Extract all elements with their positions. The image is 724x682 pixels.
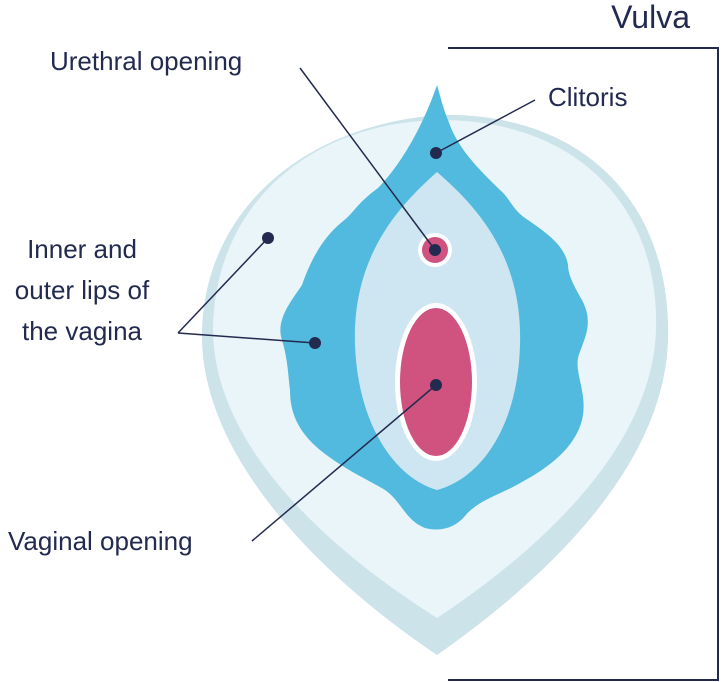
marker-urethral <box>429 244 441 256</box>
leader-line-lips-outer <box>177 237 269 334</box>
marker-vaginal <box>430 379 442 391</box>
leader-line-lips-inner <box>177 332 316 344</box>
leader-line-urethral <box>299 67 436 251</box>
label-lips-line1: Inner and <box>27 234 137 264</box>
leader-line-vaginal <box>251 384 437 542</box>
marker-inner-lips <box>309 337 321 349</box>
leader-line-clitoris <box>435 99 536 154</box>
marker-outer-lips <box>262 232 274 244</box>
label-lips-line2: outer lips of <box>15 275 150 305</box>
title-vulva: Vulva <box>611 0 690 35</box>
marker-clitoris <box>430 147 442 159</box>
label-lips-line3: the vagina <box>22 316 143 346</box>
label-vaginal-opening: Vaginal opening <box>8 526 193 556</box>
vulva-bracket <box>448 47 719 681</box>
label-urethral-opening: Urethral opening <box>50 46 242 76</box>
label-clitoris: Clitoris <box>548 82 627 112</box>
